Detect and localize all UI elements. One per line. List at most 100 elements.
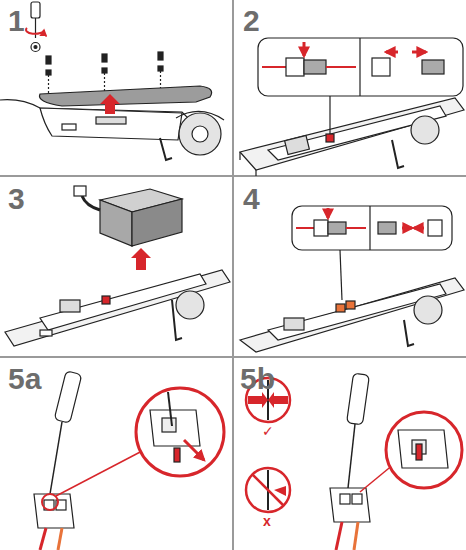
press-arrow	[268, 392, 288, 408]
press-arrow	[327, 208, 330, 218]
guide-line	[104, 73, 105, 92]
socket	[304, 60, 326, 74]
plug	[372, 58, 390, 76]
press-arrow	[274, 486, 286, 496]
screw	[158, 66, 163, 71]
washer-hole	[34, 46, 37, 49]
terminal-pin	[416, 444, 422, 460]
battery-plug	[74, 186, 86, 196]
screwdriver-tip	[168, 392, 172, 426]
pull-arrow	[412, 51, 426, 54]
panel-release-pin	[34, 371, 224, 550]
panel-new-battery	[240, 206, 464, 352]
step-number: 1	[8, 6, 25, 36]
controller	[60, 300, 80, 312]
controller	[284, 318, 304, 330]
wrong-mark: x	[263, 514, 271, 528]
step-number: 5b	[240, 364, 275, 394]
pull-arrow	[386, 51, 398, 54]
pin-cavity	[340, 494, 350, 504]
screw	[46, 70, 51, 75]
wire	[336, 522, 342, 550]
prohibition-slash	[252, 474, 284, 506]
deck-tray	[240, 278, 464, 352]
wire	[262, 66, 288, 68]
connector-housing	[34, 494, 74, 528]
step-number: 2	[243, 6, 260, 36]
battery-slot	[96, 117, 126, 124]
wire	[354, 522, 358, 550]
lift-arrow	[131, 248, 151, 270]
battery-bay	[40, 274, 206, 330]
callout-box	[258, 38, 463, 96]
charge-port	[62, 124, 76, 130]
rear-wheel	[411, 116, 439, 144]
panel-insert-pin	[246, 373, 462, 550]
press-arrow	[248, 392, 268, 408]
screw	[102, 54, 107, 62]
fender	[176, 111, 224, 120]
battery-side	[100, 200, 132, 246]
rear-wheel	[414, 296, 442, 324]
callout-divider	[369, 206, 370, 250]
detail-circle	[136, 388, 224, 476]
connector	[336, 304, 345, 312]
divider-line	[0, 175, 466, 177]
screw	[46, 56, 51, 64]
connector	[102, 296, 110, 304]
deck-tray	[240, 98, 464, 170]
push-arrow	[402, 227, 412, 230]
lift-arrow	[100, 94, 120, 114]
screw	[102, 68, 107, 73]
connector-housing	[150, 410, 200, 446]
divider-line	[0, 356, 466, 358]
charge-port	[40, 330, 52, 336]
plug	[314, 220, 328, 236]
wire	[296, 227, 316, 229]
battery-bay	[268, 106, 446, 160]
socket	[328, 222, 346, 234]
deck-plate	[39, 86, 211, 106]
connector-housing	[398, 430, 448, 468]
release-arrow	[184, 440, 204, 460]
controller	[285, 136, 310, 155]
screwdriver-shaft	[348, 424, 355, 488]
detail-marker	[42, 494, 58, 510]
screws	[46, 52, 163, 75]
wheel-hub	[192, 126, 208, 142]
pin-cavity	[352, 494, 362, 504]
plug	[428, 220, 442, 236]
screwdriver-handle	[54, 371, 82, 423]
detail-circle	[386, 412, 462, 488]
deck-tray	[5, 270, 230, 346]
wire	[326, 66, 356, 68]
screwdriver-handle	[31, 2, 40, 18]
connector	[346, 301, 355, 309]
tray-edge	[240, 152, 256, 176]
step-number: 4	[243, 184, 260, 214]
screwdriver-handle	[347, 373, 370, 425]
push-arrow	[414, 227, 424, 230]
wire	[58, 528, 62, 550]
washer	[31, 43, 40, 52]
kickstand	[172, 300, 182, 340]
divider-line	[232, 0, 234, 550]
battery-front	[132, 199, 182, 246]
press-arrow	[303, 42, 306, 56]
rear-wheel	[179, 113, 221, 155]
socket	[422, 60, 444, 74]
wire	[346, 227, 366, 229]
battery-bay	[268, 284, 446, 340]
guide-line	[48, 75, 49, 94]
panel-remove-battery	[5, 186, 230, 346]
screwdriver-shaft	[35, 18, 36, 38]
kickstand	[404, 320, 414, 346]
screw	[158, 52, 163, 60]
panel-disconnect	[240, 38, 464, 176]
leader-line	[56, 450, 144, 496]
wire	[40, 528, 46, 550]
